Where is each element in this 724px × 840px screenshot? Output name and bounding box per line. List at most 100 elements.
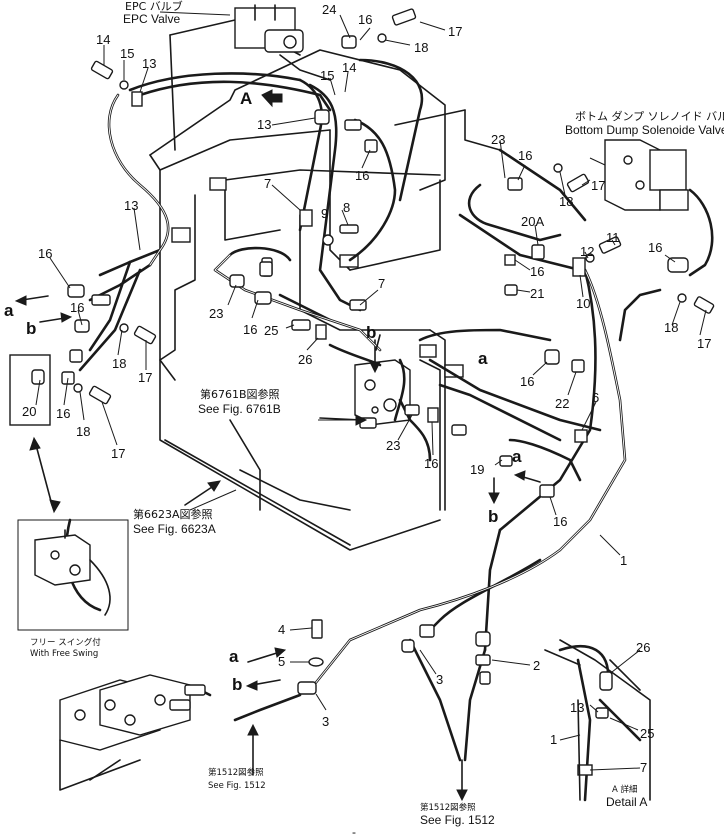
callout: 20A (521, 214, 544, 229)
callout: 23 (386, 438, 400, 453)
callout: 16 (358, 12, 372, 27)
port-b-right: b (488, 507, 498, 526)
callout: 11 (606, 230, 620, 245)
callout: 16 (424, 456, 438, 471)
bottom-dump-solenoid-valve (604, 139, 689, 211)
callout: 7 (640, 760, 647, 775)
callout: 16 (243, 322, 257, 337)
callout: 18 (559, 194, 573, 209)
callout: 17 (448, 24, 462, 39)
epc-valve-label: EPC Valve (123, 12, 180, 26)
bottom-dump-label: Bottom Dump Solenoide Valve (565, 123, 724, 137)
callout: 15 (120, 46, 134, 61)
ref-1512-left-label: See Fig. 1512 (208, 781, 266, 791)
ref-1512-left-jp-label: 第1512図参照 (208, 767, 264, 778)
callout: 6 (592, 390, 599, 405)
callout: 8 (343, 200, 350, 215)
callout: 13 (124, 198, 138, 213)
callout: 1 (550, 732, 557, 747)
epc-valve (234, 4, 331, 81)
callout: 23 (209, 306, 223, 321)
port-b-center: b (366, 323, 376, 342)
part-callouts: 24 16 17 18 14 15 13 15 14 13 16 7 9 8 2… (22, 2, 711, 775)
bottom-dump-jp-label: ボトム ダンプ ソレノイド バルブ (575, 109, 724, 123)
free-swing-inset (17, 436, 129, 631)
ref-6623a-jp-label: 第6623A図参照 (133, 507, 213, 521)
flow-arrows (14, 89, 541, 802)
leader-lines (35, 11, 707, 771)
callout: 23 (491, 132, 505, 147)
fittings (61, 8, 715, 776)
callout: 17 (591, 178, 605, 193)
callout: 16 (355, 168, 369, 183)
callout: 7 (378, 276, 385, 291)
free-swing-label: With Free Swing (30, 649, 98, 659)
mounting-frame (149, 19, 501, 551)
page-mark: - (352, 825, 356, 839)
port-b-left: b (26, 319, 36, 338)
callout: 17 (138, 370, 152, 385)
callout: 3 (322, 714, 329, 729)
callout: 9 (321, 206, 328, 221)
ref-6761b-label: See Fig. 6761B (198, 402, 281, 416)
text-labels: EPC バルブ EPC Valve ボトム ダンプ ソレノイド バルブ Bott… (30, 0, 724, 839)
callout: 24 (322, 2, 336, 17)
callout: 14 (342, 60, 356, 75)
port-b-lower: b (232, 675, 242, 694)
port-a-left: a (4, 301, 14, 320)
ref-6623a-label: See Fig. 6623A (133, 522, 216, 536)
callout: 16 (38, 246, 52, 261)
callout: 21 (530, 286, 544, 301)
callout: 15 (320, 68, 334, 83)
callout: 26 (298, 352, 312, 367)
callout: 16 (70, 300, 84, 315)
callout: 17 (111, 446, 125, 461)
callout: 3 (436, 672, 443, 687)
port-a-lower: a (229, 647, 239, 666)
callout: 16 (530, 264, 544, 279)
callout: 13 (142, 56, 156, 71)
callout: 25 (640, 726, 654, 741)
lower-valve-bank (59, 674, 206, 791)
callout: 16 (553, 514, 567, 529)
callout: 19 (470, 462, 484, 477)
detail-a-sketch (544, 639, 651, 801)
callout: 14 (96, 32, 110, 47)
callout: 16 (648, 240, 662, 255)
ref-6761b-jp-label: 第6761B図参照 (200, 387, 280, 401)
hoses (64, 58, 714, 802)
callout: 5 (278, 654, 285, 669)
detail-a-label: Detail A (606, 795, 647, 809)
free-swing-jp-label: フリー スイング付 (30, 637, 101, 648)
callout: 4 (278, 622, 285, 637)
epc-valve-jp-label: EPC バルブ (125, 0, 183, 13)
callout: 25 (264, 323, 278, 338)
port-a-right: a (512, 447, 522, 466)
callout: 2 (533, 658, 540, 673)
view-a-label: A (240, 89, 252, 108)
callout: 12 (580, 244, 594, 259)
callout: 26 (636, 640, 650, 655)
clamp-20 (9, 354, 51, 426)
callout: 17 (697, 336, 711, 351)
callout: 18 (76, 424, 90, 439)
callout: 16 (56, 406, 70, 421)
callout: 22 (555, 396, 569, 411)
callout: 7 (264, 176, 271, 191)
port-a-center: a (478, 349, 488, 368)
callout: 18 (664, 320, 678, 335)
center-valve-block (354, 339, 411, 426)
callout: 20 (22, 404, 36, 419)
ref-1512-right-label: See Fig. 1512 (420, 813, 495, 827)
detail-a-jp-label: A 詳細 (612, 784, 638, 795)
callout: 13 (257, 117, 271, 132)
callout: 18 (112, 356, 126, 371)
callout: 1 (620, 553, 627, 568)
callout: 10 (576, 296, 590, 311)
port-letters: a b a b a b a b (4, 301, 522, 694)
callout: 16 (520, 374, 534, 389)
callout: 18 (414, 40, 428, 55)
callout: 13 (570, 700, 584, 715)
